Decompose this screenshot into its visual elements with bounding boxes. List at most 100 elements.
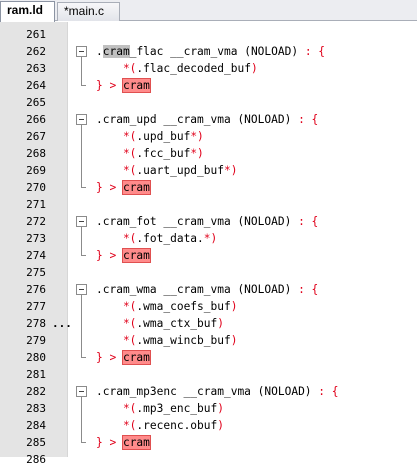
code-line[interactable]: 278... *(.wma_ctx_buf) <box>0 315 417 332</box>
code-line[interactable]: 276.cram_wma __cram_vma (NOLOAD) : { <box>0 281 417 298</box>
fold-line <box>81 400 82 417</box>
code-text: *(.wma_coefs_buf) <box>96 298 238 315</box>
tab-ram-ld[interactable]: ram.ld <box>0 1 55 22</box>
fold-line <box>81 77 82 86</box>
code-line[interactable]: 265 <box>0 94 417 111</box>
line-number: 277 <box>26 300 46 313</box>
line-number: 268 <box>26 147 46 160</box>
fold-line <box>81 417 82 434</box>
code-line[interactable]: 274} > cram <box>0 247 417 264</box>
code-line[interactable]: 283 *(.mp3_enc_buf) <box>0 400 417 417</box>
code-line[interactable]: 267 *(.upd_buf*) <box>0 128 417 145</box>
code-text: *(.fot_data.*) <box>96 230 217 247</box>
code-token: ) <box>230 300 238 313</box>
code-line[interactable]: 263 *(.flac_decoded_buf) <box>0 60 417 77</box>
code-token: *( <box>96 130 137 143</box>
line-number-gutter <box>0 22 68 457</box>
code-line[interactable]: 272 .cram_fot __cram_vma (NOLOAD) : { <box>0 213 417 230</box>
fold-collapse-icon[interactable] <box>76 114 87 125</box>
code-line[interactable]: 264 } > cram <box>0 77 417 94</box>
fold-collapse-icon[interactable] <box>76 284 87 295</box>
code-text: } > cram <box>96 247 151 264</box>
fold-end-marker <box>81 255 86 256</box>
code-token: : { <box>298 215 319 228</box>
code-token: *( <box>96 62 137 75</box>
code-token: .cram_wma __cram_vma (NOLOAD) <box>96 283 299 296</box>
code-line[interactable]: 280} > cram <box>0 349 417 366</box>
code-line[interactable]: 268 *(.fcc_buf*) <box>0 145 417 162</box>
fold-collapse-icon[interactable] <box>76 216 87 227</box>
code-line[interactable]: 277 *(.wma_coefs_buf) <box>0 298 417 315</box>
code-token: .upd_buf <box>136 130 191 143</box>
code-token: *) <box>223 164 238 177</box>
code-line[interactable]: 285} > cram <box>0 434 417 451</box>
code-line[interactable]: 273 *(.fot_data.*) <box>0 230 417 247</box>
code-text: .cram_wma __cram_vma (NOLOAD) : { <box>96 281 318 298</box>
code-token: ) <box>217 317 224 330</box>
line-number: 267 <box>26 130 46 143</box>
line-number: 271 <box>26 198 46 211</box>
line-number: 265 <box>26 96 46 109</box>
code-token: .mp3_enc_buf <box>136 402 218 415</box>
line-number: 278 <box>26 317 46 330</box>
code-token: .uart_upd_buf <box>136 164 224 177</box>
code-text: *(.uart_upd_buf*) <box>96 162 238 179</box>
code-text: } > cram <box>96 77 151 94</box>
code-token: : { <box>318 385 339 398</box>
code-token: .wma_ctx_buf <box>136 317 218 330</box>
code-text: .cram_flac __cram_vma (NOLOAD) : { <box>96 43 325 60</box>
fold-collapse-icon[interactable] <box>76 46 87 57</box>
line-number: 275 <box>26 266 46 279</box>
fold-line <box>81 179 82 188</box>
code-line[interactable]: 271 <box>0 196 417 213</box>
code-line[interactable]: 281 <box>0 366 417 383</box>
code-text: *(.wma_wincb_buf) <box>96 332 238 349</box>
code-line[interactable]: 284 *(.recenc.obuf) <box>0 417 417 434</box>
code-token: *( <box>96 164 137 177</box>
code-token: .recenc.obuf <box>136 419 218 432</box>
code-token: . <box>96 45 103 58</box>
code-line[interactable]: 269 *(.uart_upd_buf*) <box>0 162 417 179</box>
code-text: *(.upd_buf*) <box>96 128 204 145</box>
line-number: 262 <box>26 45 46 58</box>
code-line[interactable]: 266.cram_upd __cram_vma (NOLOAD) : { <box>0 111 417 128</box>
code-token: .wma_coefs_buf <box>136 300 231 313</box>
fold-line <box>81 315 82 332</box>
code-line[interactable]: 279 *(.wma_wincb_buf) <box>0 332 417 349</box>
line-number: 272 <box>26 215 46 228</box>
tab-main-c[interactable]: *main.c <box>57 2 120 21</box>
code-text: *(.mp3_enc_buf) <box>96 400 224 417</box>
code-line[interactable]: 270} > cram <box>0 179 417 196</box>
fold-end-marker <box>81 442 86 443</box>
code-token: .cram_fot __cram_vma (NOLOAD) <box>96 215 299 228</box>
line-number: 281 <box>26 368 46 381</box>
code-line[interactable]: 262 .cram_flac __cram_vma (NOLOAD) : { <box>0 43 417 60</box>
code-line[interactable]: 286 <box>0 451 417 468</box>
code-token: } > <box>96 79 123 92</box>
bookmark-marker: ... <box>52 317 72 330</box>
code-text: .cram_mp3enc __cram_vma (NOLOAD) : { <box>96 383 339 400</box>
code-token: } > <box>96 249 123 262</box>
search-highlight: cram <box>121 180 151 195</box>
code-line[interactable]: 261 <box>0 26 417 43</box>
code-line[interactable]: 275 <box>0 264 417 281</box>
code-editor[interactable]: 261 262 .cram_flac __cram_vma (NOLOAD) : {… <box>0 22 417 466</box>
code-token: .wma_wincb_buf <box>136 334 231 347</box>
fold-line <box>81 162 82 179</box>
search-highlight: cram <box>121 248 151 263</box>
code-token: : { <box>298 283 319 296</box>
code-text: } > cram <box>96 434 151 451</box>
code-token: ) <box>230 334 238 347</box>
fold-collapse-icon[interactable] <box>76 386 87 397</box>
code-line[interactable]: 282.cram_mp3enc __cram_vma (NOLOAD) : { <box>0 383 417 400</box>
code-token: .cram_mp3enc __cram_vma (NOLOAD) <box>96 385 319 398</box>
code-token: } > <box>96 351 123 364</box>
line-number: 266 <box>26 113 46 126</box>
code-text: *(.recenc.obuf) <box>96 417 224 434</box>
search-highlight: cram <box>121 78 151 93</box>
fold-end-marker <box>81 187 86 188</box>
code-token: *( <box>96 232 137 245</box>
line-number: 264 <box>26 79 46 92</box>
code-token: *( <box>96 300 137 313</box>
line-number: 273 <box>26 232 46 245</box>
